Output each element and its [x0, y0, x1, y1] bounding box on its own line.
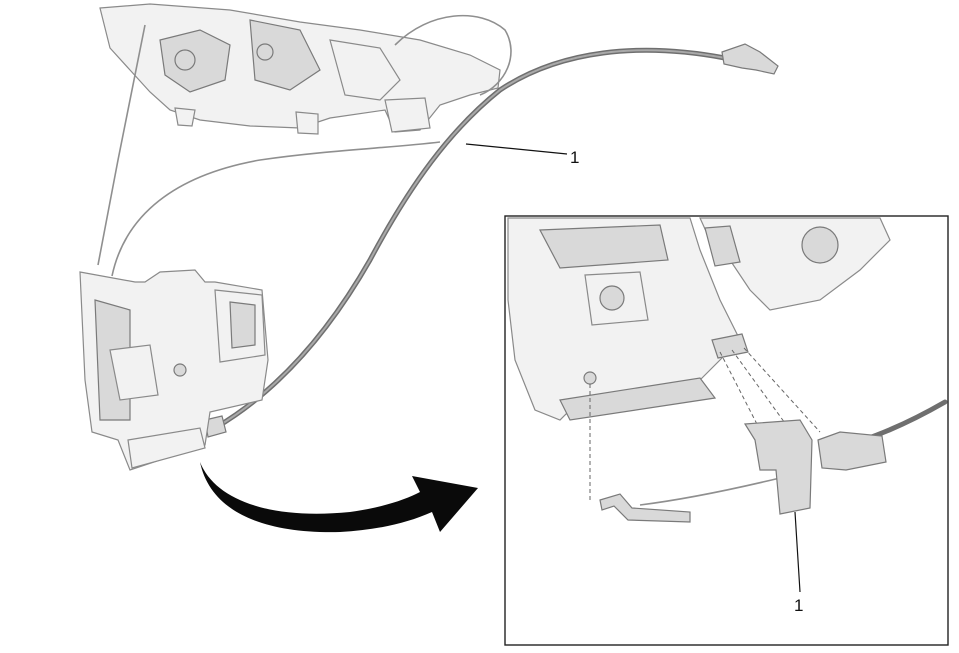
cable	[204, 43, 779, 438]
callout-number: 1	[570, 148, 579, 167]
handle-rod	[97, 24, 146, 266]
cable-retainer-clip	[743, 419, 813, 515]
detail-view-arrow	[200, 462, 478, 533]
cable-end-fitting	[721, 43, 779, 75]
callout-number: 1	[794, 596, 803, 615]
lock-cable-thin	[111, 141, 441, 277]
callout-leader-1	[465, 143, 568, 155]
cable-end-hook	[599, 493, 691, 523]
door-handle-bracket	[99, 3, 501, 135]
callout-leader-2	[794, 511, 801, 593]
door-latch-assembly	[79, 269, 269, 471]
detail-inset	[504, 215, 949, 646]
handle-cable-loop	[394, 14, 512, 96]
